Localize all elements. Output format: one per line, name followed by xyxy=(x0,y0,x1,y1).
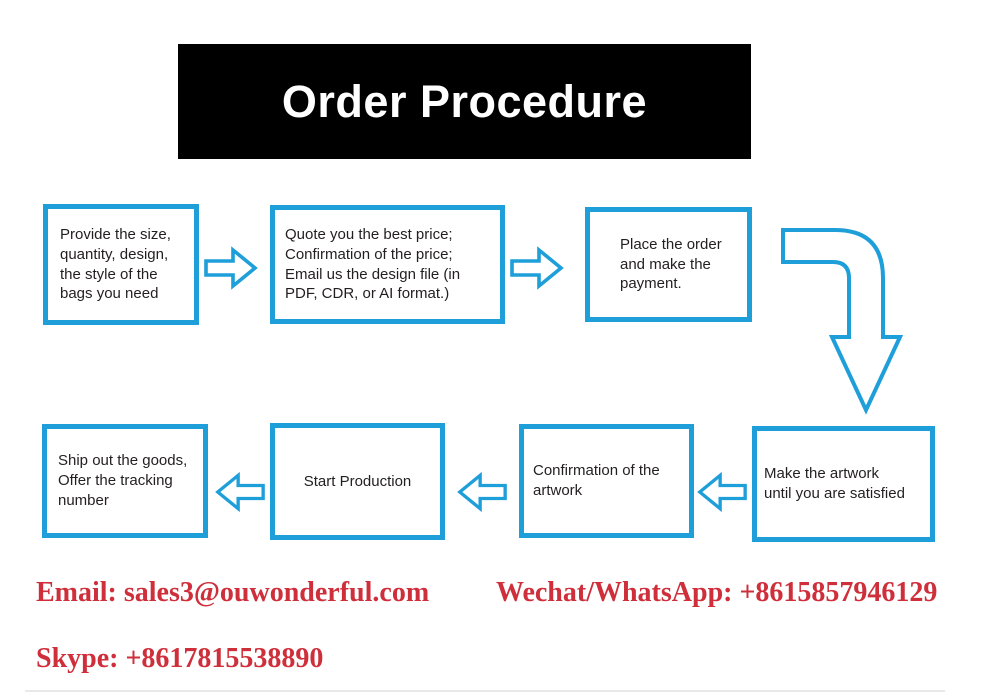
arrow-left-icon xyxy=(697,471,747,513)
step-place-order: Place the order and make the payment. xyxy=(585,207,752,322)
contact-wechat-whatsapp: Wechat/WhatsApp: +8615857946129 xyxy=(496,577,938,608)
arrow-right-icon xyxy=(510,246,564,290)
step-text: Confirmation of the artwork xyxy=(533,462,660,499)
step-confirm-artwork: Confirmation of the artwork xyxy=(519,424,694,538)
step-text: Quote you the best price; Confirmation o… xyxy=(285,225,461,303)
arrow-curved-down-icon xyxy=(781,228,904,415)
step-text: Ship out the goods, Offer the tracking n… xyxy=(58,452,188,509)
bottom-divider xyxy=(25,690,945,692)
step-provide-details: Provide the size, quantity, design, the … xyxy=(43,204,199,325)
step-make-artwork: Make the artwork until you are satisfied xyxy=(752,426,935,542)
arrow-right-icon xyxy=(204,246,258,290)
arrow-left-icon xyxy=(215,471,265,513)
step-text: Make the artwork until you are satisfied xyxy=(764,465,905,502)
page-title: Order Procedure xyxy=(281,75,648,127)
contact-email: Email: sales3@ouwonderful.com xyxy=(36,577,430,608)
arrow-left-icon xyxy=(457,471,507,513)
step-quote-price: Quote you the best price; Confirmation o… xyxy=(270,205,505,324)
step-text: Place the order and make the payment. xyxy=(620,235,722,293)
step-ship-goods: Ship out the goods, Offer the tracking n… xyxy=(42,424,208,538)
step-text: Start Production xyxy=(303,472,412,490)
step-start-production: Start Production xyxy=(270,423,445,540)
banner: Order Procedure xyxy=(178,44,751,159)
contact-skype: Skype: +8617815538890 xyxy=(36,643,324,674)
step-text: Provide the size, quantity, design, the … xyxy=(60,225,171,303)
